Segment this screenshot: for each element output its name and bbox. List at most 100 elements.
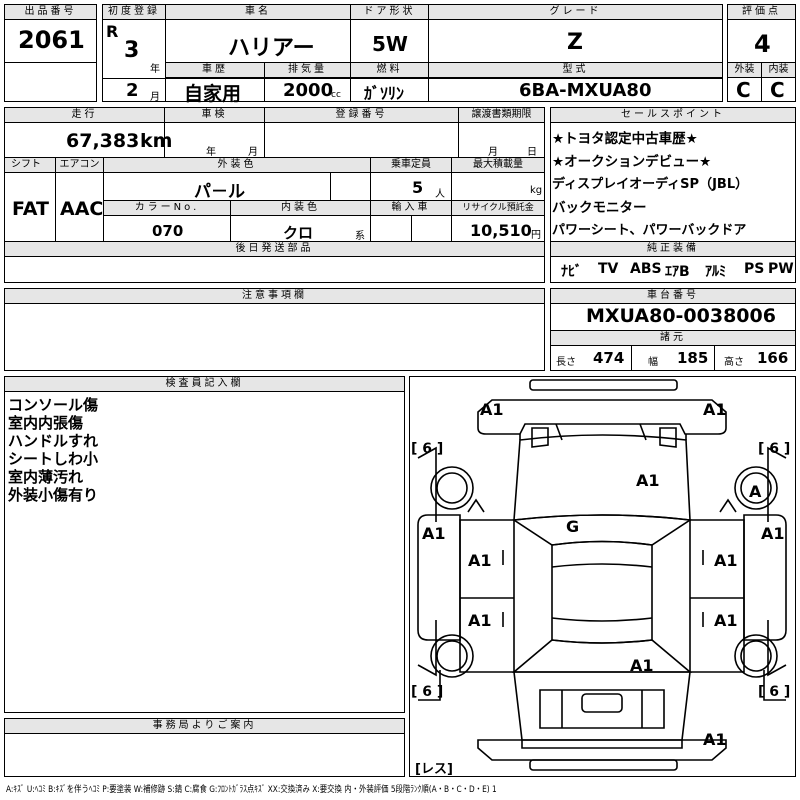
displacement: 2000 bbox=[283, 80, 334, 101]
era: R bbox=[106, 22, 119, 41]
load-unit: kg bbox=[530, 185, 543, 196]
sales-line: ディスプレイオーディSP（JBL） bbox=[552, 177, 749, 192]
sales-line: バックモニター bbox=[552, 200, 647, 216]
damage-mark: A1 bbox=[636, 471, 660, 490]
damage-mark: A1 bbox=[703, 400, 727, 419]
equip-item: ｴｱB bbox=[665, 264, 690, 280]
reg-year: 3 bbox=[124, 38, 140, 63]
mileage: 67,383 bbox=[66, 130, 140, 152]
transfer-day: 日 bbox=[527, 147, 537, 158]
door-type: 5W bbox=[372, 32, 408, 56]
equip-item: ABS bbox=[630, 261, 662, 277]
score-label: 評価点 bbox=[728, 5, 795, 20]
int-score: C bbox=[770, 78, 785, 102]
later-label: 後日発送部品 bbox=[5, 242, 544, 257]
ext-label: 外装 bbox=[728, 63, 761, 78]
office-box bbox=[4, 718, 405, 777]
history-label: 車歴 bbox=[166, 63, 264, 78]
color: パ－ル bbox=[194, 182, 245, 202]
detail-box bbox=[4, 107, 545, 283]
year-unit: 年 bbox=[150, 64, 160, 75]
inspector-line: ハンドルすれ bbox=[8, 432, 99, 450]
wid-label: 幅 bbox=[648, 357, 658, 368]
intcolor: クロ bbox=[283, 224, 314, 242]
score: 4 bbox=[754, 30, 771, 58]
intcolor-unit: 系 bbox=[355, 231, 365, 242]
sales-line: パワーシート、パワーバックドア bbox=[552, 223, 747, 238]
chassis-number: MXUA80-0038006 bbox=[586, 305, 776, 327]
intcolor-label: 内装色 bbox=[231, 201, 370, 216]
equip-item: ｱﾙﾐ bbox=[705, 264, 726, 280]
mileage-label: 走行 bbox=[5, 108, 164, 123]
sales-label: セールスポイント bbox=[551, 108, 795, 123]
damage-mark: G bbox=[566, 517, 580, 536]
insp-month: 月 bbox=[248, 147, 258, 158]
model: 6BA-MXUA80 bbox=[519, 80, 652, 101]
inspector-line: シートしわ小 bbox=[8, 450, 99, 468]
height: 166 bbox=[757, 349, 789, 367]
equip-item: PW bbox=[768, 261, 794, 277]
equip-item: ﾅﾋﾞ bbox=[561, 264, 582, 280]
regno-label: 登録番号 bbox=[265, 108, 458, 123]
disp-label: 排気量 bbox=[265, 63, 350, 78]
damage-mark: A1 bbox=[630, 656, 654, 675]
length: 474 bbox=[593, 349, 625, 367]
month-unit: 月 bbox=[150, 92, 160, 103]
history: 自家用 bbox=[184, 83, 242, 105]
color-label: 外装色 bbox=[104, 158, 370, 173]
grade: Z bbox=[567, 30, 583, 55]
sales-box bbox=[550, 107, 796, 283]
damage-mark: A bbox=[749, 482, 762, 501]
name-label: 車名 bbox=[166, 5, 350, 20]
width: 185 bbox=[677, 349, 709, 367]
recycle: 10,510 bbox=[470, 221, 532, 240]
damage-mark: A1 bbox=[468, 551, 492, 570]
damage-mark: A1 bbox=[714, 551, 738, 570]
main-info-box bbox=[102, 4, 723, 102]
shift: FAT bbox=[12, 198, 49, 220]
legend-text: A:ｷｽﾞ U:ﾍｺﾐ B:ｷｽﾞを伴うﾍｺﾐ P:要塗装 W:補修跡 S:錆 … bbox=[6, 785, 497, 795]
lot-label: 出品番号 bbox=[5, 5, 96, 20]
legend: A:ｷｽﾞ U:ﾍｺﾐ B:ｷｽﾞを伴うﾍｺﾐ P:要塗装 W:補修跡 S:錆 … bbox=[6, 782, 796, 795]
lot-number: 2061 bbox=[18, 26, 85, 54]
shift-label: シフト bbox=[5, 158, 55, 173]
notes-label: 注意事項欄 bbox=[5, 289, 544, 304]
damage-mark: A1 bbox=[761, 524, 785, 543]
ac: AAC bbox=[60, 198, 104, 220]
notes-box bbox=[4, 288, 545, 371]
inspector-line: 室内薄汚れ bbox=[8, 468, 84, 486]
capacity: 5 bbox=[412, 178, 424, 197]
inspector-box bbox=[4, 376, 405, 713]
transfer-label: 譲渡書類期限 bbox=[459, 108, 544, 123]
capacity-unit: 人 bbox=[435, 189, 445, 200]
model-label: 型式 bbox=[429, 63, 722, 78]
capacity-label: 乗車定員 bbox=[371, 158, 451, 173]
damage-mark: A1 bbox=[422, 524, 446, 543]
tire-mark: [ 6 ] bbox=[411, 684, 444, 700]
inspector-label: 検査員記入欄 bbox=[5, 377, 404, 392]
fuel-label: 燃料 bbox=[351, 63, 428, 78]
int-label: 内装 bbox=[762, 63, 795, 78]
sales-line: ★トヨタ認定中古車歴★ bbox=[552, 131, 698, 147]
door-label: ドア形状 bbox=[351, 5, 428, 20]
car-diagram-svg bbox=[417, 379, 787, 771]
equip-item: PS bbox=[744, 261, 765, 277]
damage-mark: A1 bbox=[703, 730, 727, 749]
tire-mark: [ 6 ] bbox=[411, 441, 444, 457]
inspector-line: コンソール傷 bbox=[8, 396, 99, 414]
sales-line: ★オークションデビュー★ bbox=[552, 154, 712, 170]
res-mark: [レス] bbox=[415, 762, 453, 777]
recycle-label: リサイクル預託金 bbox=[452, 201, 544, 216]
len-label: 長さ bbox=[556, 357, 576, 368]
ext-score: C bbox=[736, 78, 751, 102]
chassis-label: 車台番号 bbox=[551, 289, 795, 304]
reg-label: 初度登録 bbox=[103, 5, 165, 20]
chassis-box bbox=[550, 288, 796, 371]
recycle-unit: 円 bbox=[531, 230, 541, 241]
reg-month: 2 bbox=[126, 80, 139, 101]
car-name: ハリアー bbox=[228, 36, 315, 61]
inspector-line: 室内内張傷 bbox=[8, 414, 84, 432]
damage-mark: A1 bbox=[714, 611, 738, 630]
mileage-unit: km bbox=[140, 130, 173, 152]
hgt-label: 高さ bbox=[724, 357, 744, 368]
